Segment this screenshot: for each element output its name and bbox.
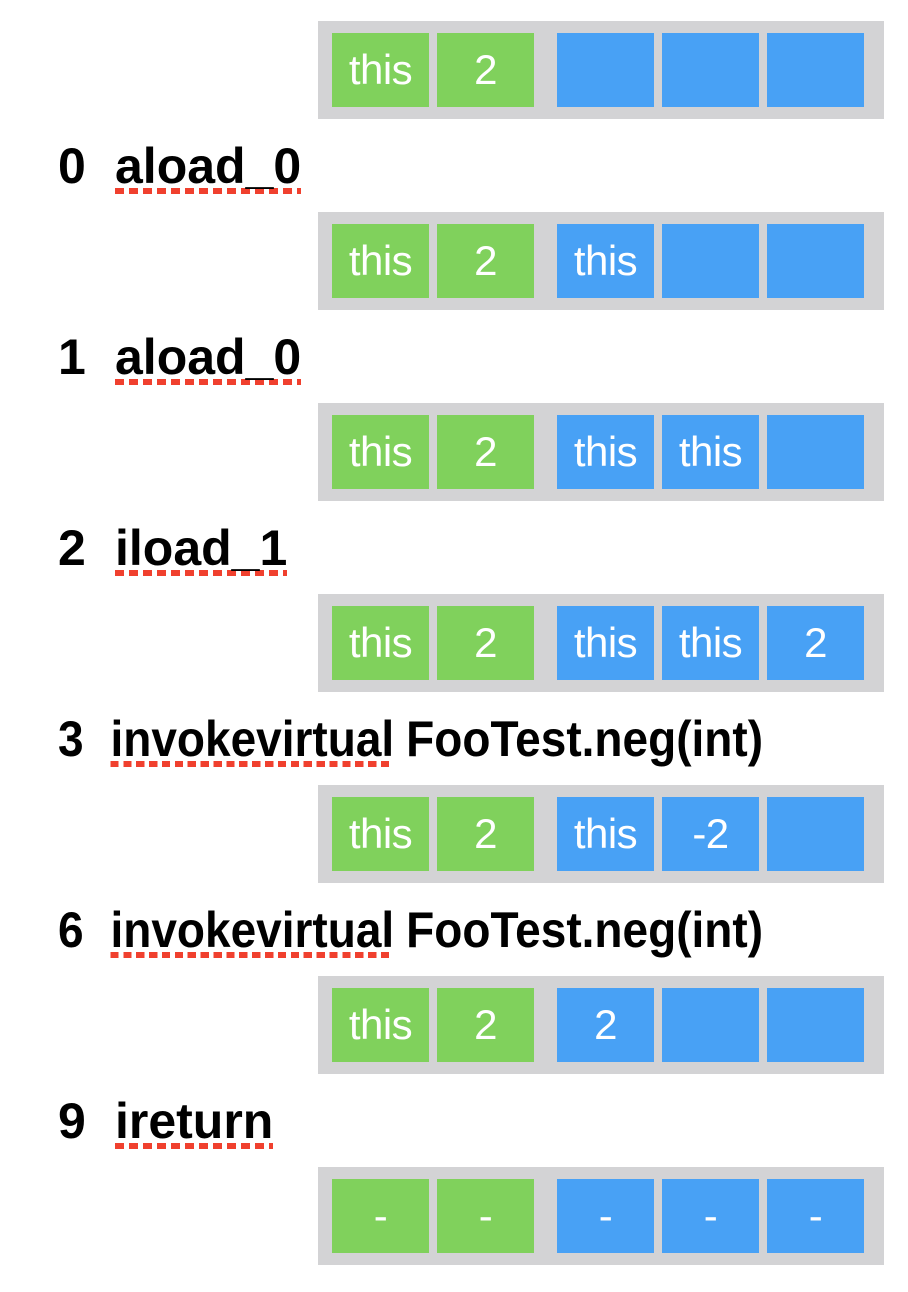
instruction-offset: 2 <box>58 519 86 576</box>
local-var-cell: this <box>332 415 429 489</box>
instruction-offset: 0 <box>58 137 86 194</box>
instruction-mnemonic: aload_0 <box>115 328 302 385</box>
operand-stack-cell: - <box>557 1179 654 1253</box>
local-var-cell: 2 <box>437 797 534 871</box>
instruction-text: 9 ireturn <box>58 1092 286 1150</box>
operand-stack-cell <box>662 988 759 1062</box>
local-var-cell: 2 <box>437 606 534 680</box>
local-var-cell: 2 <box>437 988 534 1062</box>
frame-row: this 2 <box>318 21 884 119</box>
operand-stack-cell: this <box>557 415 654 489</box>
local-var-cell: 2 <box>437 33 534 107</box>
instruction-mnemonic: invokevirtual <box>110 710 395 767</box>
instruction-mnemonic: ireturn <box>115 1092 274 1149</box>
instruction-row: 2 iload_1 <box>0 501 908 594</box>
local-var-cell: 2 <box>437 415 534 489</box>
instruction-mnemonic: iload_1 <box>115 519 288 576</box>
operand-stack-cell: - <box>662 1179 759 1253</box>
instruction-row: 0 aload_0 <box>0 119 908 212</box>
instruction-operand: FooTest.neg(int) <box>406 710 764 767</box>
operand-stack-cell <box>767 797 864 871</box>
bytecode-trace-diagram: this 2 0 aload_0 this 2 this 1 aload_0 thi… <box>0 21 908 1265</box>
operand-stack-cell <box>767 33 864 107</box>
instruction-text: 1 aload_0 <box>58 328 314 386</box>
operand-stack-cell <box>767 224 864 298</box>
instruction-operand: FooTest.neg(int) <box>406 901 764 958</box>
operand-stack-cell <box>662 224 759 298</box>
instruction-mnemonic: invokevirtual <box>110 901 395 958</box>
operand-stack-cell: this <box>662 606 759 680</box>
local-var-cell: 2 <box>437 224 534 298</box>
local-var-cell: this <box>332 606 429 680</box>
operand-stack-cell: -2 <box>662 797 759 871</box>
operand-stack-cell <box>767 988 864 1062</box>
frame-row: this 2 this -2 <box>318 785 884 883</box>
instruction-text: 0 aload_0 <box>58 137 314 195</box>
operand-stack-cell <box>767 415 864 489</box>
frame-row: this 2 this this <box>318 403 884 501</box>
instruction-mnemonic: aload_0 <box>115 137 302 194</box>
operand-stack-cell: this <box>557 797 654 871</box>
instruction-offset: 6 <box>58 901 84 958</box>
local-var-cell: this <box>332 988 429 1062</box>
operand-stack-cell: - <box>767 1179 864 1253</box>
operand-stack-cell: this <box>662 415 759 489</box>
frame-row: - - - - - <box>318 1167 884 1265</box>
instruction-offset: 1 <box>58 328 86 385</box>
local-var-cell: - <box>437 1179 534 1253</box>
operand-stack-cell: this <box>557 606 654 680</box>
frame-row: this 2 this this 2 <box>318 594 884 692</box>
local-var-cell: - <box>332 1179 429 1253</box>
instruction-row: 1 aload_0 <box>0 310 908 403</box>
operand-stack-cell: 2 <box>767 606 864 680</box>
frame-row: this 2 2 <box>318 976 884 1074</box>
local-var-cell: this <box>332 224 429 298</box>
operand-stack-cell: this <box>557 224 654 298</box>
operand-stack-cell <box>557 33 654 107</box>
instruction-text: 2 iload_1 <box>58 519 300 577</box>
frame-row: this 2 this <box>318 212 884 310</box>
local-var-cell: this <box>332 33 429 107</box>
instruction-offset: 3 <box>58 710 84 767</box>
operand-stack-cell <box>662 33 759 107</box>
instruction-row: 9 ireturn <box>0 1074 908 1167</box>
local-var-cell: this <box>332 797 429 871</box>
operand-stack-cell: 2 <box>557 988 654 1062</box>
instruction-offset: 9 <box>58 1092 86 1149</box>
